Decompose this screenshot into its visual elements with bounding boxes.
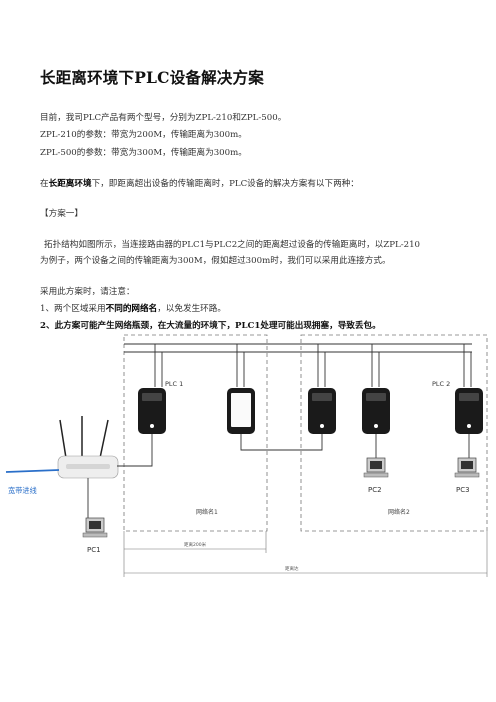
plc1-device	[138, 388, 166, 434]
spec-zpl500: ZPL-500的参数：带宽为300M，传输距离为300m。	[40, 148, 247, 158]
pc2-label: PC2	[368, 486, 382, 494]
powerline-drops	[154, 344, 472, 387]
pc3-computer	[454, 457, 480, 478]
network-area-1-border	[123, 334, 268, 532]
network-name-2-label: 网络名2	[388, 508, 410, 516]
topology-diagram: PLC 1 PLC 2 宽带进线 PC1	[5, 334, 488, 577]
network-area-2-border	[300, 334, 488, 532]
notice-text: 采用此方案时，请注意：	[40, 287, 135, 297]
description-line-1: 拓扑结构如图所示，当连接路由器的PLC1与PLC2之间的距离超过设备的传输距离时…	[44, 240, 421, 250]
distance-200-label: 距离200米	[184, 541, 207, 548]
page-title: 长距离环境下PLC设备解决方案	[40, 68, 264, 87]
plc-device-3	[308, 388, 336, 434]
pc1-computer	[82, 517, 108, 538]
note-1-post: ，以免发生环路。	[157, 304, 226, 314]
note-1-pre: 1、两个区域采用	[40, 304, 106, 314]
plc2-device	[455, 388, 483, 434]
note-1: 1、两个区域采用不同的网络名，以免发生环路。	[40, 302, 226, 314]
description-line-2: 为例子，两个设备之间的传输距离为300M，假如超过300m时，我们可以采用此连接…	[40, 256, 391, 266]
scenario-bold: 长距离环境	[48, 179, 92, 189]
plc-device-2	[227, 388, 255, 434]
router-device	[57, 416, 119, 479]
bridge-cable	[240, 434, 323, 451]
option-one-heading: 【方案一】	[40, 209, 83, 219]
pc1-label: PC1	[87, 546, 101, 554]
plc-device-4	[362, 388, 390, 434]
scenario-post: 下，即距离超出设备的传输距离时，PLC设备的解决方案有以下两种：	[91, 179, 359, 189]
note-1-bold: 不同的网络名	[105, 304, 158, 314]
scenario-pre: 在	[40, 179, 49, 189]
router-plc1-cable	[117, 434, 153, 467]
broadband-line	[5, 469, 60, 473]
pc3-label: PC3	[456, 486, 470, 494]
broadband-label: 宽带进线	[8, 486, 37, 495]
network-name-1-label: 网络名1	[196, 508, 218, 516]
plc2-label: PLC 2	[432, 380, 450, 388]
total-distance-label: 距离达	[285, 565, 299, 572]
intro-text: 目前，我司PLC产品有两个型号，分别为ZPL-210和ZPL-500。	[40, 113, 287, 123]
scenario-text: 在长距离环境下，即距离超出设备的传输距离时，PLC设备的解决方案有以下两种：	[40, 177, 359, 189]
note-2: 2、此方案可能产生网络瓶颈，在大流量的环境下，PLC1处理可能出现拥塞，导致丢包…	[40, 321, 381, 331]
pc2-computer	[363, 457, 389, 478]
spec-zpl210: ZPL-210的参数：带宽为200M，传输距离为300m。	[40, 130, 247, 140]
plc1-label: PLC 1	[165, 380, 183, 388]
